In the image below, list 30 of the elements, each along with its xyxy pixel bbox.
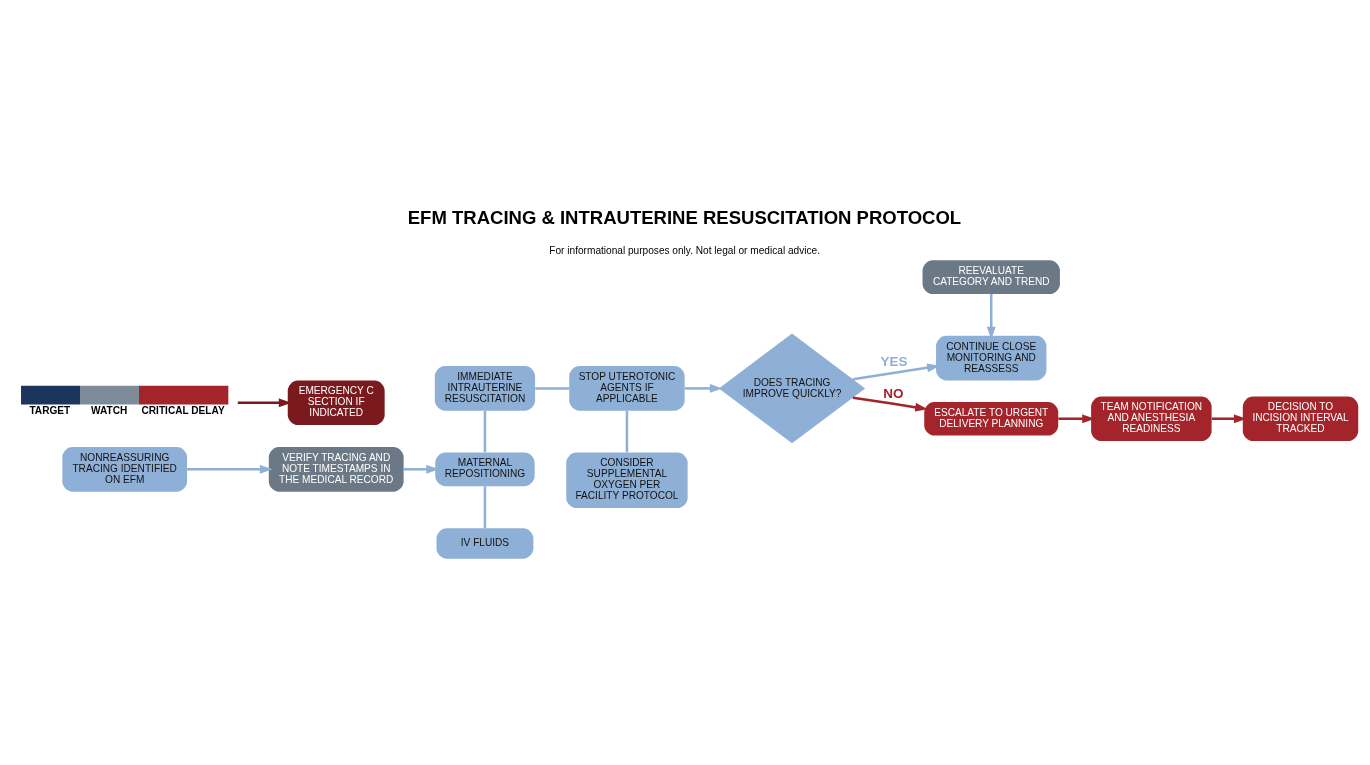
arrow bbox=[1058, 414, 1095, 424]
node-box: ESCALATE TO URGENT DELIVERY PLANNING bbox=[924, 401, 1059, 436]
node-box: CONSIDER SUPPLEMENTAL OXYGEN PER FACILITY PROTOCOL bbox=[566, 452, 688, 509]
connector bbox=[483, 486, 487, 529]
node-label: WATCH bbox=[90, 405, 128, 417]
node-box: DECISION TO INCISION INTERVAL TRACKED bbox=[1242, 396, 1359, 442]
node-box: TEAM NOTIFICATION AND ANESTHESIA READINESS bbox=[1091, 396, 1212, 442]
edge-label: NO bbox=[883, 385, 904, 401]
connector bbox=[483, 410, 487, 453]
node-box: STOP UTEROTONIC AGENTS IF APPLICABLE bbox=[569, 366, 685, 411]
arrow bbox=[852, 396, 928, 412]
node-box: NONREASSURING TRACING IDENTIFIED ON EFM bbox=[62, 446, 188, 492]
node-label: TARGET bbox=[29, 405, 71, 417]
node-box: REEVALUATE CATEGORY AND TREND bbox=[922, 260, 1060, 294]
connector bbox=[535, 387, 570, 390]
node-box: IMMEDIATE INTRAUTERINE RESUSCITATION bbox=[434, 366, 536, 411]
node-label: CRITICAL DELAY bbox=[141, 405, 225, 417]
node-diamond: DOES TRACING IMPROVE QUICKLY? bbox=[718, 333, 866, 444]
node-box: IV FLUIDS bbox=[436, 528, 534, 559]
caption: For informational purposes only. Not legal or medical advice. bbox=[549, 245, 820, 257]
arrow bbox=[187, 464, 273, 474]
arrow bbox=[403, 464, 439, 474]
edge-label: YES bbox=[880, 354, 908, 370]
arrow bbox=[684, 383, 723, 393]
node-box: EMERGENCY C SECTION IF INDICATED bbox=[287, 380, 385, 426]
node-box: MATERNAL REPOSITIONING bbox=[435, 452, 535, 487]
connector bbox=[625, 410, 629, 453]
node-box: VERIFY TRACING AND NOTE TIMESTAMPS IN THE MEDICAL RECORD bbox=[268, 446, 404, 492]
diagram-title: EFM TRACING & INTRAUTERINE RESUSCITATION PROTOCOL bbox=[407, 206, 962, 228]
node-box: CONTINUE CLOSE MONITORING AND REASSESS bbox=[936, 335, 1047, 381]
